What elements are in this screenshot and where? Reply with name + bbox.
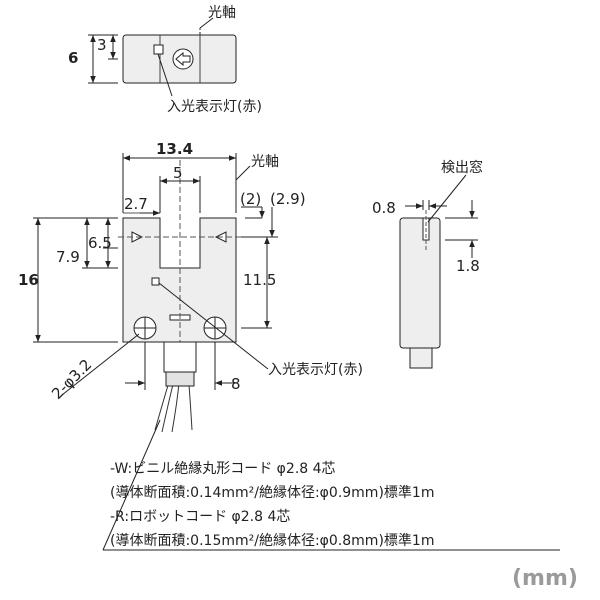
top-label-indicator: 入光表示灯(赤) — [167, 99, 262, 115]
front-label-optical-axis: 光軸 — [251, 154, 279, 170]
side-cable — [409, 347, 433, 369]
top-label-optical-axis: 光軸 — [208, 5, 236, 21]
front-dim-paren-29: (2.9) — [270, 190, 306, 208]
cable-note-r-detail: (導体断面積:0.15mm²/絶縁体径:φ0.8mm)標準1m — [110, 533, 434, 549]
cable-sleeve — [163, 341, 197, 373]
top-dim-inner: 3 — [97, 36, 107, 54]
front-dim-79: 7.9 — [56, 248, 80, 266]
top-view — [88, 17, 237, 97]
top-dim-height: 6 — [68, 49, 78, 67]
cable-note-r: -R:ロボットコード φ2.8 4芯 — [110, 509, 290, 525]
side-view — [399, 174, 478, 369]
front-dim-left: 2.7 — [124, 195, 148, 213]
cable-wires — [154, 371, 193, 433]
cable-note-w: -W:ビニル絶縁丸形コード φ2.8 4芯 — [110, 461, 336, 477]
front-dim-width: 13.4 — [156, 140, 193, 158]
front-dim-8: 8 — [231, 375, 241, 393]
front-dim-65: 6.5 — [88, 234, 112, 252]
front-indicator-window — [151, 277, 160, 286]
side-dim-18: 1.8 — [456, 257, 480, 275]
front-dim-paren-2: (2) — [240, 190, 261, 208]
front-view — [33, 153, 560, 551]
front-dim-holes: 2-φ3.2 — [48, 356, 95, 403]
front-dim-115: 11.5 — [243, 271, 276, 289]
top-indicator-window — [153, 44, 164, 55]
side-dim-08: 0.8 — [372, 199, 396, 217]
cable-note-w-detail: (導体断面積:0.14mm²/絶縁体径:φ0.9mm)標準1m — [110, 485, 434, 501]
unit-label: (mm) — [512, 566, 578, 591]
side-view-body — [399, 217, 441, 349]
front-dim-height-total: 16 — [18, 271, 39, 289]
side-label-window: 検出窓 — [441, 159, 483, 176]
front-label-indicator: 入光表示灯(赤) — [268, 362, 363, 378]
front-dim-slot: 5 — [173, 164, 183, 182]
arrow-left-icon — [175, 51, 191, 67]
